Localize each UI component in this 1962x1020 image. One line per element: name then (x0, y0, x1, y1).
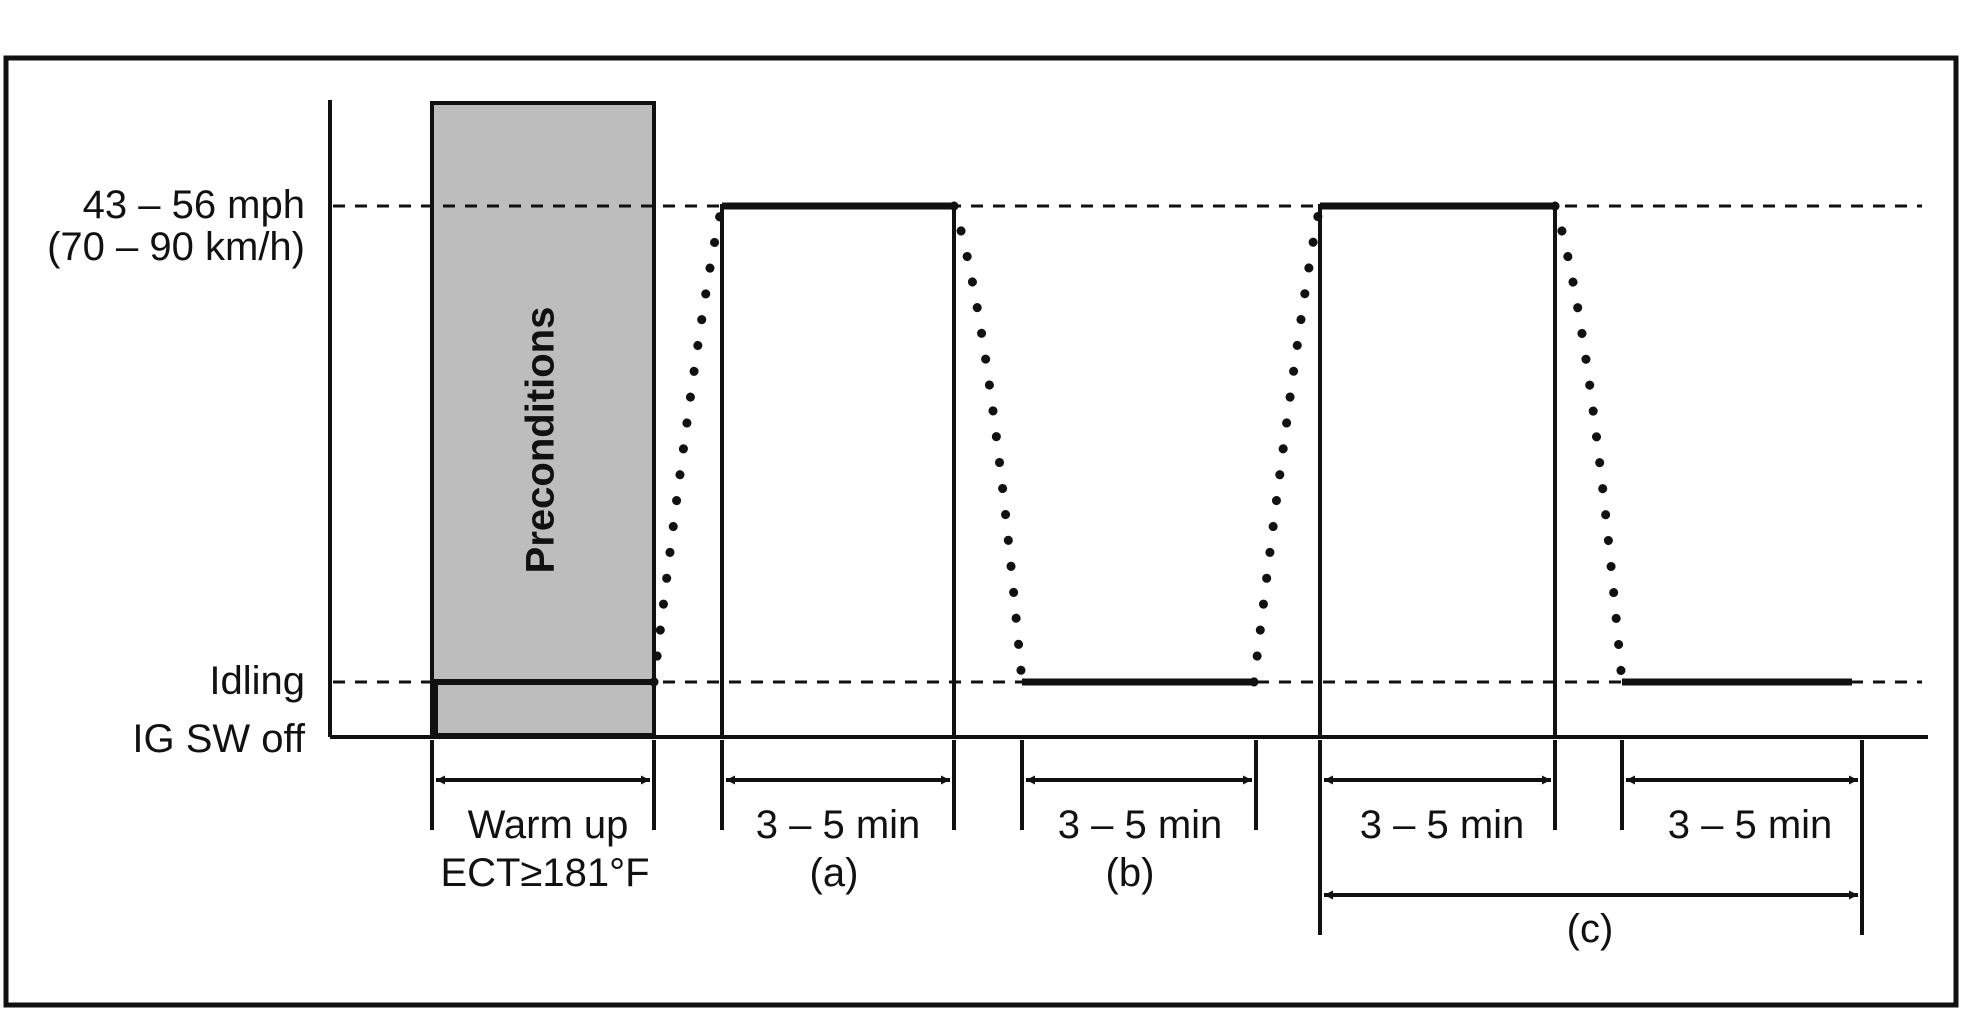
speed-mph-label: 43 – 56 mph (83, 183, 305, 227)
decel-ramp-1 (949, 201, 1027, 687)
warmup-label: Warm up (468, 803, 629, 847)
speed-kmh-label: (70 – 90 km/h) (47, 225, 305, 269)
cruise-block-c (1318, 204, 1557, 737)
dimension-arrows (436, 775, 1858, 900)
phase-a-tag: (a) (810, 851, 859, 895)
warmup-condition-label: ECT≥181°F (440, 851, 649, 895)
preconditions-label: Preconditions (519, 307, 563, 574)
warmup-idle-line (432, 679, 654, 737)
phase-b-time-label: 3 – 5 min (1058, 803, 1223, 847)
ig-sw-off-label: IG SW off (132, 717, 306, 761)
diagram-frame (3, 55, 1959, 1008)
idling-label: Idling (209, 659, 305, 703)
cruise-block-a (720, 204, 956, 737)
phase-c2-time-label: 3 – 5 min (1668, 803, 1833, 847)
accel-ramp-1 (649, 201, 727, 687)
phase-a-time-label: 3 – 5 min (756, 803, 921, 847)
phase-b-tag: (b) (1106, 851, 1155, 895)
phase-c1-time-label: 3 – 5 min (1360, 803, 1525, 847)
decel-ramp-2 (1550, 201, 1627, 687)
acceleration-ramps (649, 201, 1627, 687)
dimension-ticks (430, 740, 1864, 935)
accel-ramp-2 (1249, 201, 1325, 687)
phase-c-tag: (c) (1567, 907, 1614, 951)
